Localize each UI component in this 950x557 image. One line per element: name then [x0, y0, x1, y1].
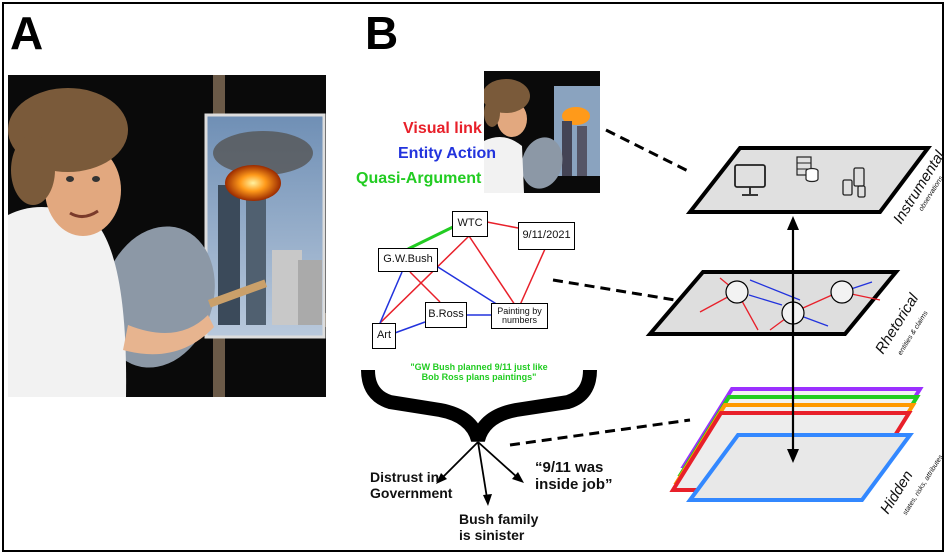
quasi-argument-quote: "GW Bush planned 9/11 just like Bob Ross…	[410, 362, 548, 383]
conclusion-inside-job: “9/11 was inside job”	[535, 459, 613, 494]
edge-gwbush-painting	[429, 261, 499, 306]
conclusion-bush-sinister: Bush family is sinister	[459, 511, 539, 544]
connector-image-instrumental	[605, 128, 691, 174]
edge-gwbush-wtc	[407, 224, 456, 251]
edge-wtc-painting	[468, 235, 516, 306]
edge-gwbush-art	[379, 271, 403, 324]
meme-thumbnail-illustration	[484, 71, 600, 193]
rhetorical-layer	[645, 270, 901, 336]
edge-wtc-date	[486, 221, 519, 229]
arrow-sinister	[477, 441, 488, 499]
figure-frame	[2, 2, 944, 552]
node-wtc: WTC	[452, 211, 488, 237]
rhetorical-node	[725, 280, 749, 304]
meme-illustration	[8, 75, 326, 397]
meme-image	[8, 75, 326, 397]
legend-visual-link: Visual link	[403, 120, 482, 137]
rhetorical-node	[830, 280, 854, 304]
panel-b-label: B	[365, 7, 399, 59]
node-painting-by-numbers: Painting by numbers	[491, 303, 548, 329]
arrow-distrust	[439, 441, 479, 481]
node-gwbush: G.W.Bush	[378, 248, 438, 272]
edge-gwbush-bross	[409, 271, 441, 303]
node-art: Art	[372, 323, 396, 349]
arrow-inside-job	[477, 441, 519, 479]
connector-graph-rhetorical	[552, 278, 676, 302]
connector-brace-hidden	[509, 418, 691, 447]
legend-quasi-argument: Quasi-Argument	[356, 170, 482, 187]
edge-art-bross	[391, 321, 426, 335]
edge-wtc-art	[379, 235, 470, 324]
panel-a-label: A	[10, 7, 44, 59]
node-bross: B.Ross	[425, 302, 467, 328]
mobile-devices-icon	[842, 167, 866, 198]
node-date: 9/11/2021	[518, 222, 575, 250]
edge-date-painting	[519, 248, 546, 306]
desktop-icon	[734, 164, 766, 196]
meme-thumbnail	[484, 71, 600, 193]
brace	[361, 369, 597, 443]
conclusion-distrust: Distrust in Government	[370, 469, 453, 502]
hidden-layer-stack	[669, 387, 924, 502]
instrumental-layer	[685, 146, 932, 214]
legend-entity-action: Entity Action	[398, 145, 497, 162]
database-icon	[796, 156, 819, 183]
